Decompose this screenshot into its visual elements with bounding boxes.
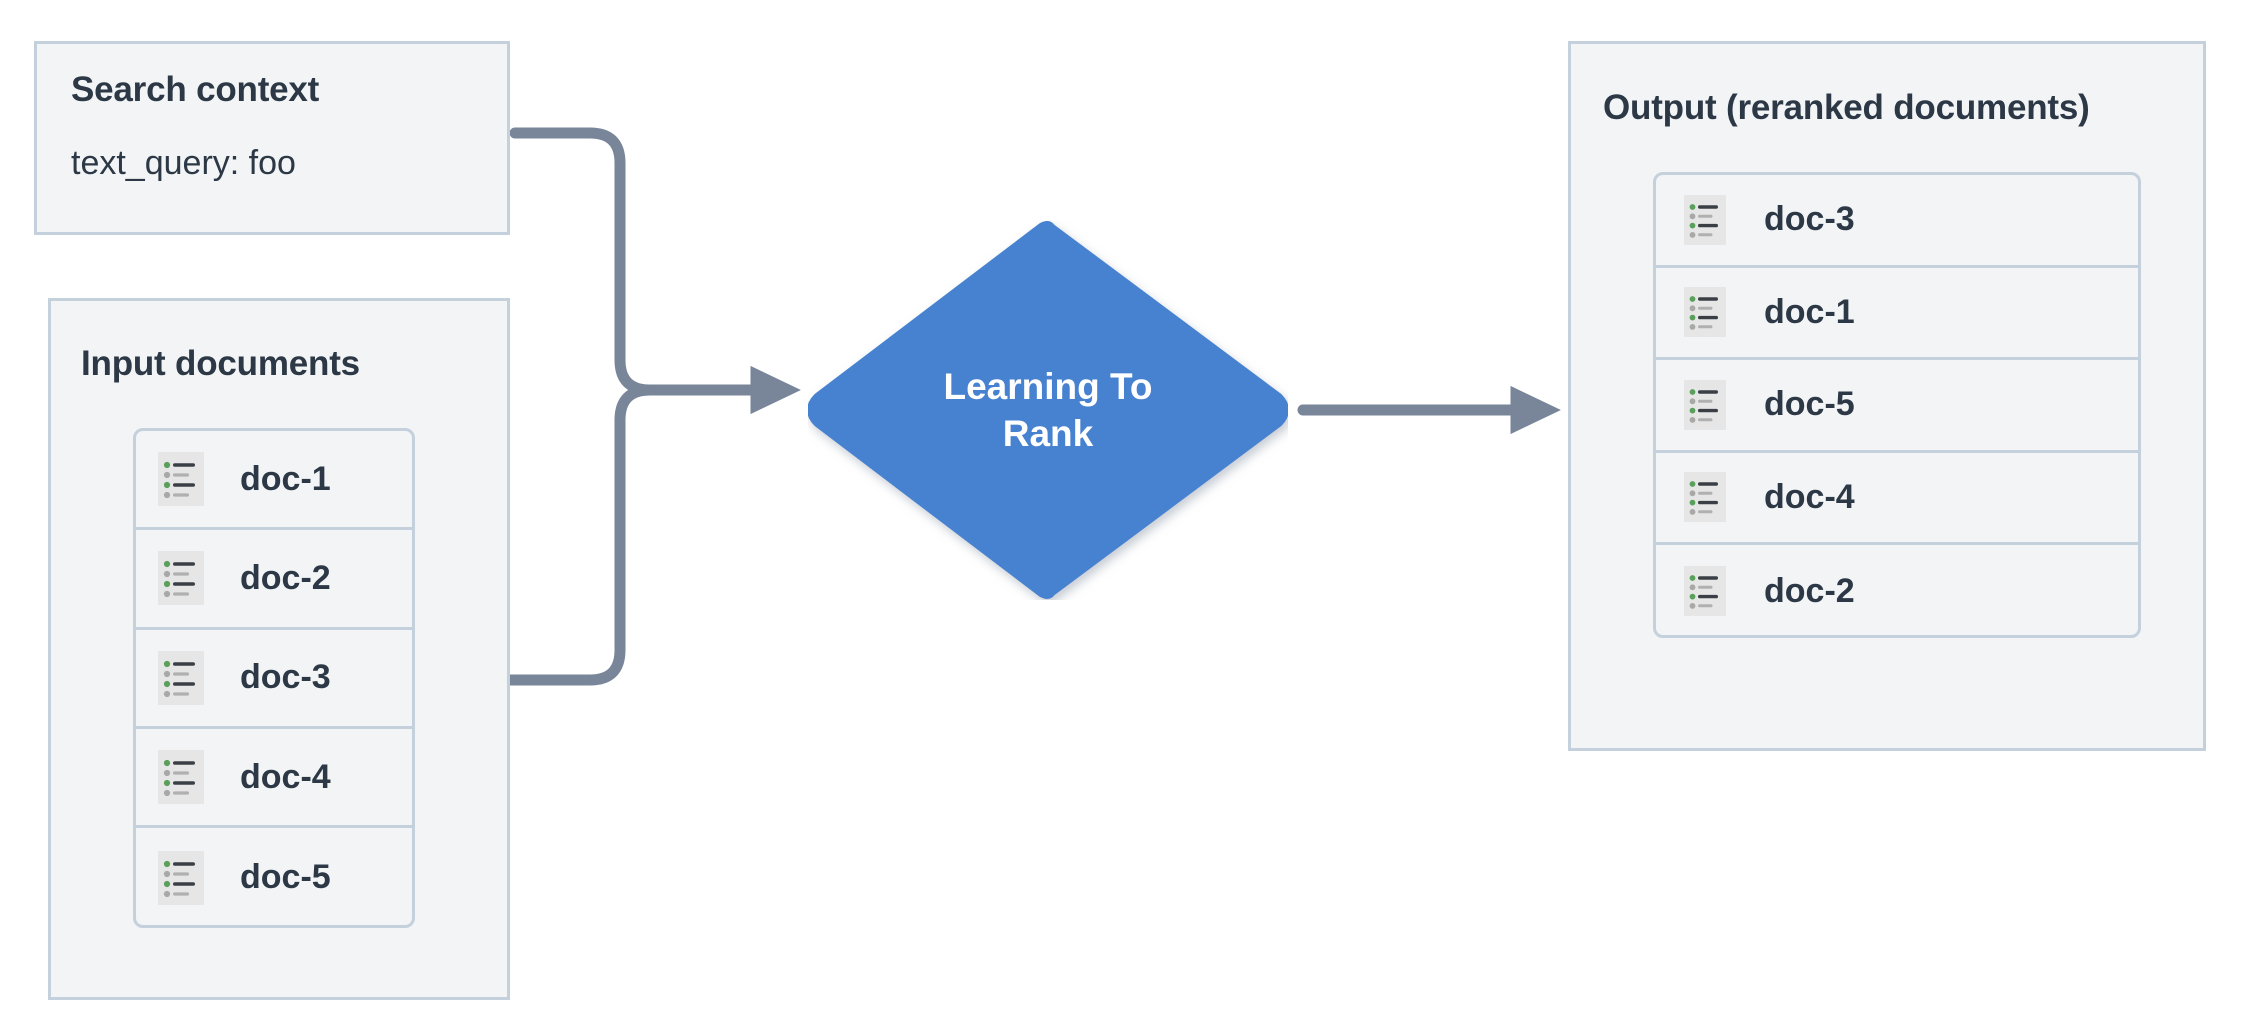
document-list-icon: [158, 850, 204, 905]
document-list-icon: [158, 452, 204, 507]
output-documents-title: Output (reranked documents): [1603, 88, 2090, 127]
list-item-label: doc-1: [240, 459, 331, 498]
diamond-shape: [808, 221, 1288, 599]
output-documents-panel: Output (reranked documents) doc-3: [1568, 41, 2206, 751]
document-list-icon: [158, 650, 204, 705]
connector-input-documents-to-ltr: [502, 384, 766, 686]
list-item[interactable]: doc-1: [1656, 268, 2138, 360]
list-item-label: doc-3: [240, 658, 331, 697]
list-item[interactable]: doc-3: [1656, 175, 2138, 268]
list-item[interactable]: doc-4: [1656, 453, 2138, 545]
list-item-label: doc-2: [240, 558, 331, 597]
search-context-query: text_query: foo: [71, 144, 296, 182]
list-item-label: doc-5: [240, 858, 331, 897]
output-documents-list: doc-3 doc-1: [1653, 172, 2141, 638]
search-context-panel: Search context text_query: foo: [34, 41, 510, 235]
list-item[interactable]: doc-2: [1656, 545, 2138, 635]
document-list-icon: [1684, 472, 1726, 523]
learning-to-rank-node[interactable]: Learning To Rank: [808, 220, 1288, 600]
list-item[interactable]: doc-5: [1656, 360, 2138, 453]
list-item-label: doc-2: [1764, 571, 1855, 610]
list-item-label: doc-3: [1764, 200, 1855, 239]
list-item-label: doc-5: [1764, 385, 1855, 424]
search-context-title: Search context: [71, 70, 320, 109]
document-list-icon: [158, 551, 204, 606]
input-documents-list: doc-1 doc-2: [133, 428, 415, 928]
input-documents-title: Input documents: [81, 344, 360, 383]
list-item[interactable]: doc-2: [136, 530, 412, 630]
list-item[interactable]: doc-5: [136, 828, 412, 925]
list-item-label: doc-4: [240, 757, 331, 796]
document-list-icon: [1684, 194, 1726, 245]
list-item[interactable]: doc-3: [136, 630, 412, 729]
list-item-label: doc-4: [1764, 477, 1855, 516]
document-list-icon: [1684, 287, 1726, 338]
document-list-icon: [1684, 379, 1726, 430]
list-item[interactable]: doc-1: [136, 431, 412, 531]
input-documents-panel: Input documents doc-1: [48, 298, 510, 1000]
document-list-icon: [1684, 566, 1726, 617]
document-list-icon: [158, 750, 204, 805]
list-item[interactable]: doc-4: [136, 729, 412, 829]
connector-search-context-to-ltr: [509, 127, 766, 396]
list-item-label: doc-1: [1764, 292, 1855, 331]
